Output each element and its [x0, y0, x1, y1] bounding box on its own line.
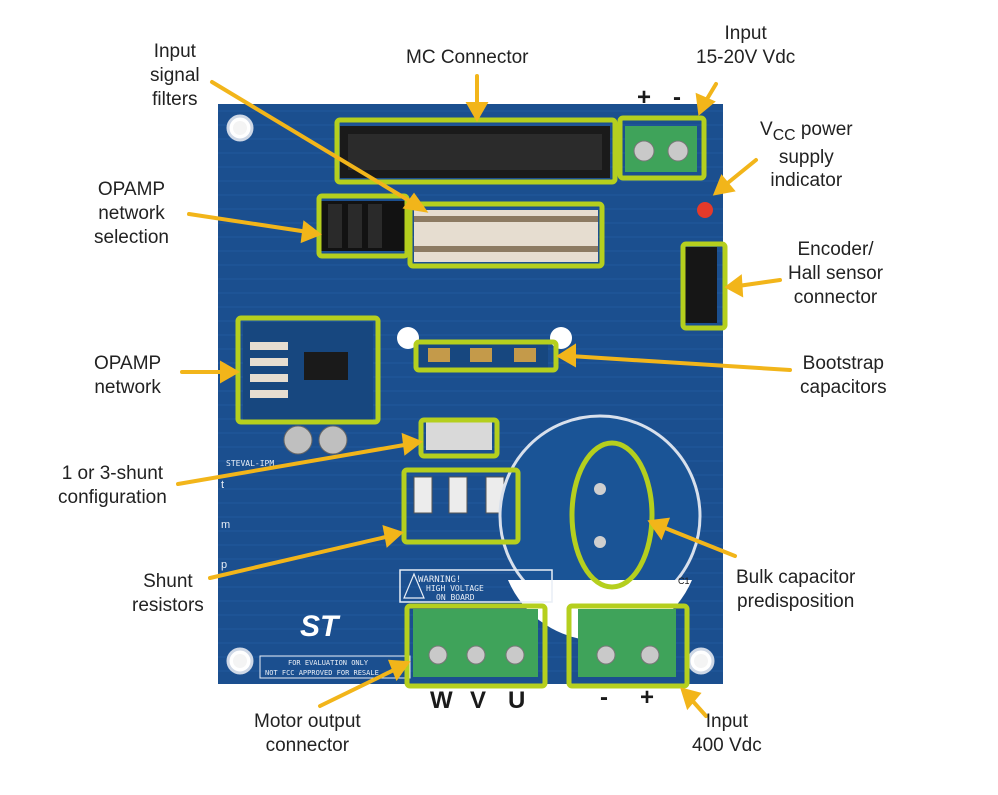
highlight-mc-connector [334, 117, 618, 185]
label-opamp-selection: OPAMP network selection [94, 179, 169, 248]
arrowhead-mc-connector [465, 102, 489, 123]
label-shunt-config: 1 or 3-shunt configuration [58, 463, 167, 508]
arrow-shunt-config [176, 442, 412, 486]
highlight-boxes [235, 115, 728, 689]
evaluation-line-1: FOR EVALUATION ONLY [288, 659, 369, 667]
st-logo: ST [300, 610, 341, 643]
mounting-holes [226, 114, 715, 675]
filter-components [414, 210, 598, 262]
arrowhead-encoder [724, 274, 744, 298]
label-motor-output: Motor output connector [254, 711, 361, 756]
arrowhead-shunt-resistors [382, 525, 404, 548]
highlight-bulk-capacitor [569, 440, 655, 590]
arrow-motor-output [318, 666, 400, 708]
phase-v: V [470, 687, 487, 714]
arrowhead-vcc [712, 174, 736, 196]
evaluation-line-2: NOT FCC APPROVED FOR RESALE [265, 669, 379, 677]
cap-ref: C1 [678, 576, 690, 586]
shunt-row-t: t [221, 479, 224, 491]
hv-plus-sign: + [640, 684, 655, 711]
arrowhead-opamp-network [220, 360, 241, 384]
arrow-shunt-resistors [208, 534, 392, 580]
arrowhead-opamp-selection [300, 220, 323, 244]
vcc-label-line-1: VCC power [760, 119, 853, 144]
label-input-signal-filters: Input signal filters [150, 41, 200, 110]
dc-minus-sign: - [673, 84, 681, 111]
shunt-config-pads [426, 420, 492, 450]
bootstrap-area [418, 342, 548, 372]
warning-line-3: ON BOARD [436, 593, 475, 602]
dc-plus-sign: + [637, 84, 652, 111]
highlight-shunt-resistors [401, 467, 521, 545]
highlight-encoder [680, 241, 728, 331]
hv-minus-sign: - [600, 684, 608, 711]
highlight-hv-input [566, 603, 690, 689]
shunt-row-m: m [221, 519, 230, 531]
arrow-bulk-capacitor [658, 524, 737, 558]
highlight-dc-input [617, 115, 707, 181]
arrowhead-shunt-config [401, 432, 424, 456]
callout-arrows [176, 74, 792, 718]
arrow-encoder [736, 278, 782, 288]
label-shunt-resistors: Shunt resistors [132, 571, 204, 616]
label-bootstrap: Bootstrap capacitors [800, 353, 887, 398]
opamp-jumpers [321, 201, 405, 251]
label-mc-connector: MC Connector [406, 47, 529, 68]
label-opamp-network: OPAMP network [94, 353, 162, 398]
arrowhead-dc-input [695, 92, 716, 116]
arrow-signal-filters [210, 80, 420, 208]
opamp-network-area [243, 322, 373, 420]
highlight-motor-output [404, 603, 548, 689]
label-vcc-indicator: VCC power supply indicator [760, 119, 853, 192]
highlight-signal-filters [407, 201, 605, 269]
arrowhead-signal-filters [402, 192, 429, 213]
label-encoder-hall: Encoder/ Hall sensor connector [788, 239, 884, 308]
label-bulk-capacitor: Bulk capacitor predisposition [736, 567, 856, 612]
arrowhead-motor-output [387, 659, 411, 682]
hv-terminal [578, 609, 676, 677]
small-cap-2 [318, 425, 348, 455]
label-input-15-20v: Input 15-20V Vdc [696, 23, 796, 68]
warning-line-2: HIGH VOLTAGE [426, 584, 484, 593]
motor-terminal [413, 609, 538, 677]
mc-connector-header [340, 126, 610, 178]
vcc-led [697, 202, 713, 218]
arrow-opamp-selection [187, 212, 310, 234]
encoder-header [685, 247, 717, 323]
highlight-shunt-config [418, 417, 500, 459]
evaluation-box [259, 655, 411, 679]
highlight-opamp-selection [316, 193, 410, 259]
shunt-row-p: p [221, 559, 227, 571]
arrowhead-bulk-capacitor [647, 517, 671, 541]
label-input-400v: Input 400 Vdc [692, 711, 762, 756]
board-name: STEVAL-IPM [226, 459, 274, 468]
arrowhead-bootstrap [556, 343, 576, 368]
warning-silkscreen [399, 569, 553, 603]
arrowhead-hv-input [680, 687, 702, 711]
highlight-opamp-network [235, 315, 381, 425]
warning-line-1: WARNING! [418, 575, 461, 585]
highlight-bootstrap [413, 339, 559, 373]
arrow-vcc [722, 158, 758, 188]
pcb-board: WARNING! HIGH VOLTAGE ON BOARD ST FOR EV… [218, 104, 723, 684]
arrow-bootstrap [568, 354, 792, 372]
dc-input-terminal [625, 126, 697, 172]
small-cap-1 [283, 425, 313, 455]
phase-w: W [430, 687, 453, 714]
phase-u: U [508, 687, 526, 714]
